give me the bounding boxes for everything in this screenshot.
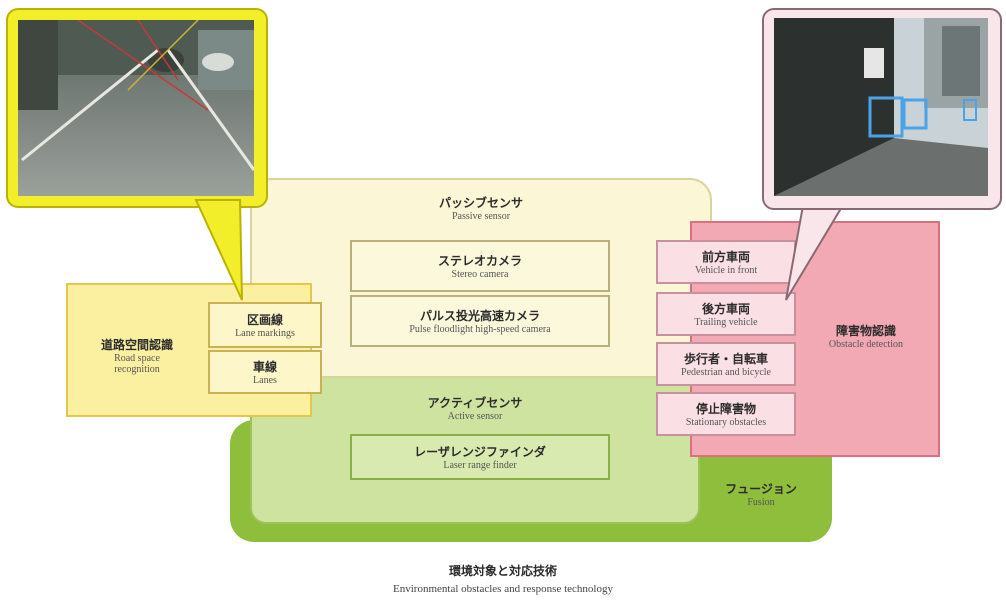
pedestrian-bicycle-jp: 歩行者・自転車 <box>683 352 768 366</box>
laser-range-finder-en: Laser range finder <box>443 460 517 471</box>
lane-markings-jp: 区画線 <box>246 313 283 327</box>
fusion-label: フュージョン Fusion <box>706 480 816 508</box>
passive-sensor-title-jp: パッシブセンサ <box>438 196 523 210</box>
stationary-obstacles-box: 停止障害物 Stationary obstacles <box>656 392 796 436</box>
fusion-label-en: Fusion <box>747 497 775 508</box>
stereo-camera-en: Stereo camera <box>451 269 509 280</box>
stereo-camera-jp: ステレオカメラ <box>437 254 522 268</box>
stereo-camera-box: ステレオカメラ Stereo camera <box>350 240 610 292</box>
lanes-en: Lanes <box>253 375 277 386</box>
active-sensor-title: アクティブセンサ Active sensor <box>250 394 700 422</box>
pedestrian-bicycle-box: 歩行者・自転車 Pedestrian and bicycle <box>656 342 796 386</box>
lane-markings-en: Lane markings <box>235 328 295 339</box>
lanes-box: 車線 Lanes <box>208 350 322 394</box>
obstacle-detection-title-en: Obstacle detection <box>828 339 904 350</box>
laser-range-finder-jp: レーザレンジファインダ <box>414 445 546 459</box>
trailing-vehicle-box: 後方車両 Trailing vehicle <box>656 292 796 336</box>
trailing-vehicle-jp: 後方車両 <box>701 302 750 316</box>
road-space-title-en-1: Road space <box>114 353 160 364</box>
lanes-jp: 車線 <box>252 360 277 374</box>
lane-photo <box>18 20 254 196</box>
passive-sensor-title: パッシブセンサ Passive sensor <box>250 194 712 222</box>
trailing-vehicle-en: Trailing vehicle <box>694 317 758 328</box>
stationary-obstacles-en: Stationary obstacles <box>685 417 767 428</box>
pulse-camera-en: Pulse floodlight high-speed camera <box>409 324 551 335</box>
caption-en: Environmental obstacles and response tec… <box>393 583 613 595</box>
active-sensor-title-en: Active sensor <box>447 411 503 422</box>
lane-markings-box: 区画線 Lane markings <box>208 302 322 348</box>
road-space-title-en-2: recognition <box>114 364 160 375</box>
pulse-camera-jp: パルス投光高速カメラ <box>419 309 540 323</box>
passive-sensor-title-en: Passive sensor <box>451 211 511 222</box>
obstacle-photo <box>774 18 988 196</box>
road-space-title-jp: 道路空間認識 <box>100 338 173 352</box>
laser-range-finder-box: レーザレンジファインダ Laser range finder <box>350 434 610 480</box>
caption-jp: 環境対象と対応技術 <box>448 564 557 578</box>
active-sensor-title-jp: アクティブセンサ <box>427 396 523 410</box>
pedestrian-bicycle-en: Pedestrian and bicycle <box>681 367 771 378</box>
road-space-title: 道路空間認識 Road space recognition <box>72 336 202 375</box>
vehicle-in-front-jp: 前方車両 <box>701 250 750 264</box>
vehicle-in-front-en: Vehicle in front <box>694 265 758 276</box>
detection-box-1 <box>868 96 904 138</box>
pulse-camera-box: パルス投光高速カメラ Pulse floodlight high-speed c… <box>350 295 610 347</box>
obstacle-detection-title-jp: 障害物認識 <box>835 324 896 338</box>
obstacle-detection-title: 障害物認識 Obstacle detection <box>796 322 936 350</box>
stationary-obstacles-jp: 停止障害物 <box>695 402 756 416</box>
detection-box-2 <box>902 98 928 130</box>
obstacle-callout-pointer <box>785 199 848 301</box>
lane-callout-pointer <box>194 199 243 301</box>
fusion-label-jp: フュージョン <box>725 482 797 496</box>
vehicle-in-front-box: 前方車両 Vehicle in front <box>656 240 796 284</box>
detection-box-3 <box>963 99 977 121</box>
